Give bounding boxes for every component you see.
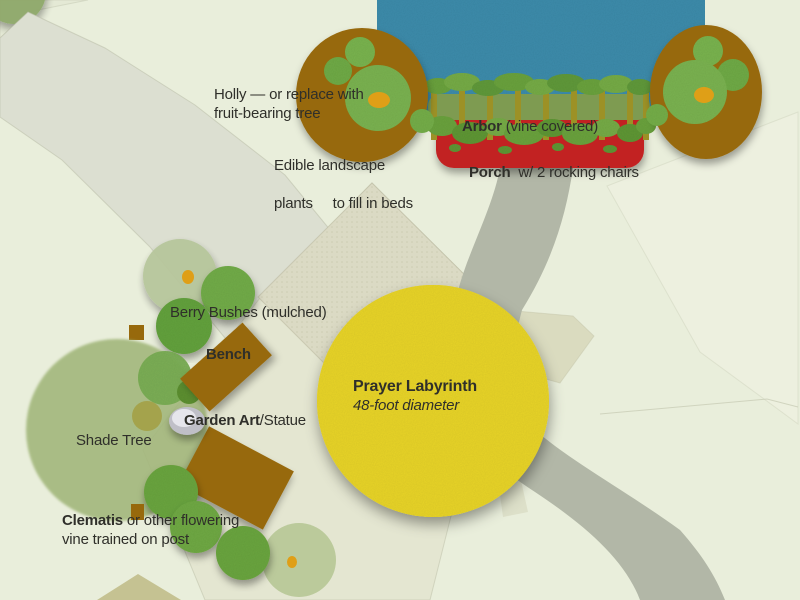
fruit-dot-berry bbox=[182, 270, 194, 284]
label-arbor: Arbor (vine covered) bbox=[454, 98, 598, 136]
label-holly-line2: fruit-bearing tree bbox=[214, 105, 321, 122]
label-arbor-note: (vine covered) bbox=[501, 118, 598, 135]
label-edible-line1: Edible landscape bbox=[273, 157, 385, 174]
khaki-triangle-south bbox=[97, 574, 181, 600]
label-porch: Porch w/ 2 rocking chairs bbox=[461, 144, 639, 182]
label-edible: Edible landscape plants to fill in beds bbox=[266, 137, 413, 213]
label-holly-line1: Holly — or replace with bbox=[214, 86, 364, 103]
label-garden-art-name: Garden Art bbox=[184, 412, 260, 429]
label-clematis-line2: vine trained on post bbox=[62, 531, 189, 548]
olive-shrub bbox=[132, 401, 162, 431]
label-clematis: Clematis or other flowering vine trained… bbox=[62, 511, 239, 549]
planting-bed-right bbox=[646, 25, 762, 159]
label-edible-line2: plants to fill in beds bbox=[273, 195, 413, 212]
arbor-beam bbox=[428, 94, 650, 120]
label-shade-tree: Shade Tree bbox=[76, 432, 152, 449]
bench bbox=[180, 322, 272, 412]
fruit-dot-left bbox=[368, 92, 390, 108]
label-labyrinth: Prayer Labyrinth 48-foot diameter bbox=[353, 377, 477, 415]
label-holly: Holly — or replace with fruit-bearing tr… bbox=[214, 85, 364, 123]
label-labyrinth-note: 48-foot diameter bbox=[353, 397, 460, 414]
berry-bush-cluster bbox=[129, 239, 255, 354]
label-garden-art-note: /Statue bbox=[259, 412, 306, 429]
label-clematis-note: or other flowering bbox=[122, 512, 240, 529]
statue bbox=[169, 407, 205, 435]
label-berry-bushes: Berry Bushes (mulched) bbox=[170, 304, 327, 321]
fruit-dot-right bbox=[694, 87, 714, 103]
path-porch-to-southeast bbox=[447, 168, 725, 600]
label-bench: Bench bbox=[206, 346, 251, 363]
label-labyrinth-name: Prayer Labyrinth bbox=[353, 378, 477, 395]
label-clematis-name: Clematis bbox=[62, 512, 123, 529]
arbor-posts bbox=[431, 88, 649, 140]
clematis-post bbox=[131, 504, 144, 520]
arbor-vines bbox=[424, 73, 656, 154]
labyrinth-texture bbox=[317, 285, 549, 517]
clematis-cluster bbox=[131, 465, 270, 580]
canopy-circle-south bbox=[262, 523, 336, 597]
label-porch-note: w/ 2 rocking chairs bbox=[510, 164, 639, 181]
planting-bed-left bbox=[296, 28, 434, 162]
label-arbor-name: Arbor bbox=[461, 118, 502, 135]
mulch-square bbox=[129, 325, 144, 340]
label-garden-art: Garden Art/Statue bbox=[184, 411, 306, 430]
arbor bbox=[424, 73, 656, 154]
fruit-dot-south bbox=[287, 556, 297, 568]
label-porch-name: Porch bbox=[468, 164, 511, 181]
trellis-panel bbox=[178, 426, 294, 530]
